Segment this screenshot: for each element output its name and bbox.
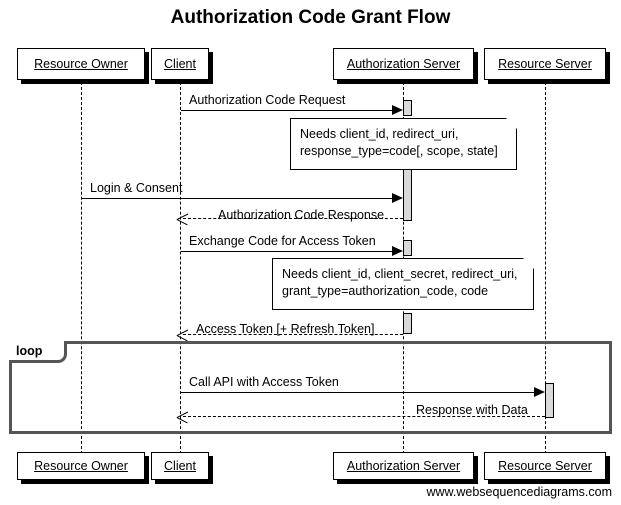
- arrowhead-response-with-data: [177, 411, 188, 422]
- page-title: Authorization Code Grant Flow: [170, 7, 451, 28]
- activation-bar-authorization-server-4: [403, 313, 412, 334]
- participant-box-resource-owner-top[interactable]: Resource Owner: [17, 48, 145, 80]
- note-fold-corner-icon: [505, 117, 518, 130]
- message-label-authorization-code-request: Authorization Code Request: [189, 93, 346, 107]
- lifeline-resource-owner: [81, 82, 82, 454]
- message-label-response-with-data: Response with Data: [416, 403, 528, 417]
- participant-box-client-top[interactable]: Client: [151, 48, 209, 80]
- note-line-1: Needs client_id, redirect_uri,: [300, 127, 459, 141]
- message-label-login-and-consent: Login & Consent: [90, 181, 183, 195]
- footer-attribution: www.websequencediagrams.com: [426, 485, 612, 499]
- message-label-authorization-code-response: Authorization Code Response: [218, 208, 385, 222]
- participant-box-resource-owner-bottom[interactable]: Resource Owner: [17, 452, 145, 480]
- loop-fragment: [9, 341, 612, 434]
- participant-label-authorization-server-bottom: Authorization Server: [346, 459, 461, 473]
- arrowhead-exchange-code-for-access-token: [392, 246, 403, 256]
- participant-label-client-top: Client: [164, 57, 196, 71]
- participant-label-resource-owner-bottom: Resource Owner: [34, 459, 128, 473]
- arrowhead-call-api-with-access-token: [534, 387, 545, 397]
- participant-label-resource-owner-top: Resource Owner: [34, 57, 128, 71]
- message-line-access-token-refresh-token: [183, 334, 403, 335]
- participant-label-resource-server-bottom: Resource Server: [498, 459, 592, 473]
- message-label-exchange-code-for-access-token: Exchange Code for Access Token: [189, 234, 376, 248]
- note-line-2: response_type=code[, scope, state]: [300, 144, 498, 158]
- message-line-exchange-code-for-access-token: [181, 251, 393, 252]
- activation-bar-authorization-server-3: [403, 240, 412, 256]
- note-2-line-2: grant_type=authorization_code, code: [282, 284, 489, 298]
- loop-fragment-label-tab: loop: [9, 341, 67, 363]
- note-authorization-request-params: Needs client_id, redirect_uri, response_…: [290, 117, 518, 170]
- participant-box-resource-server-top[interactable]: Resource Server: [484, 48, 606, 80]
- activation-bar-authorization-server-1: [403, 100, 412, 116]
- arrowhead-access-token-refresh-token: [177, 329, 188, 340]
- lifeline-client: [180, 82, 181, 454]
- activation-bar-authorization-server-2: [403, 166, 412, 221]
- activation-bar-resource-server-1: [545, 383, 554, 418]
- message-line-authorization-code-request: [181, 110, 393, 111]
- note-token-request-params: Needs client_id, client_secret, redirect…: [272, 257, 535, 310]
- participant-box-resource-server-bottom[interactable]: Resource Server: [484, 452, 606, 480]
- message-line-login-and-consent: [82, 198, 393, 199]
- loop-fragment-label: loop: [16, 343, 43, 358]
- message-line-response-with-data: [183, 416, 545, 417]
- message-label-call-api-with-access-token: Call API with Access Token: [189, 375, 339, 389]
- message-line-call-api-with-access-token: [181, 392, 535, 393]
- arrowhead-login-and-consent: [392, 193, 403, 203]
- message-line-authorization-code-response: [183, 218, 403, 219]
- note-fold-corner-icon-2: [522, 257, 535, 270]
- arrowhead-authorization-code-response: [177, 213, 188, 224]
- participant-label-client-bottom: Client: [164, 459, 196, 473]
- participant-label-authorization-server-top: Authorization Server: [346, 57, 461, 71]
- lifeline-resource-server: [545, 82, 546, 454]
- note-2-line-1: Needs client_id, client_secret, redirect…: [282, 267, 518, 281]
- participant-box-client-bottom[interactable]: Client: [151, 452, 209, 480]
- participant-box-authorization-server-top[interactable]: Authorization Server: [333, 48, 474, 80]
- arrowhead-authorization-code-request: [392, 105, 403, 115]
- participant-label-resource-server-top: Resource Server: [498, 57, 592, 71]
- participant-box-authorization-server-bottom[interactable]: Authorization Server: [333, 452, 474, 480]
- message-label-access-token-refresh-token: Access Token [+ Refresh Token]: [196, 322, 375, 336]
